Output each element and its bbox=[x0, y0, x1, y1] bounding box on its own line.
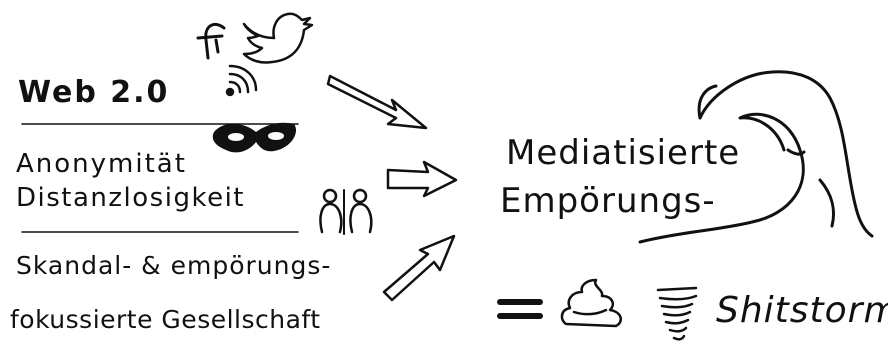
society-label-line2: fokussierte Gesellschaft bbox=[10, 305, 321, 334]
anonymity-label: Anonymität bbox=[16, 149, 187, 179]
mask-icon bbox=[212, 122, 297, 153]
arrow-icon-middle bbox=[386, 160, 458, 198]
two-people-icon bbox=[319, 188, 373, 235]
poop-icon bbox=[560, 278, 623, 328]
outrage-label: Empörungs- bbox=[500, 181, 716, 221]
arrow-icon-bottom bbox=[382, 234, 456, 302]
tornado-icon bbox=[656, 286, 698, 341]
society-label-line1: Skandal- & empörungs- bbox=[16, 251, 331, 280]
mediatized-label: Mediatisierte bbox=[506, 133, 740, 173]
web-label: Web 2.0 bbox=[18, 75, 169, 110]
shitstorm-label: Shitstorm bbox=[716, 290, 888, 331]
arrow-icon-top bbox=[326, 74, 428, 130]
equals-icon bbox=[497, 299, 543, 319]
twitter-bird-icon bbox=[242, 12, 314, 64]
facebook-icon bbox=[196, 23, 226, 60]
distance-label: Distanzlosigkeit bbox=[16, 183, 245, 213]
wave-icon bbox=[638, 70, 874, 244]
rss-icon bbox=[225, 64, 258, 97]
